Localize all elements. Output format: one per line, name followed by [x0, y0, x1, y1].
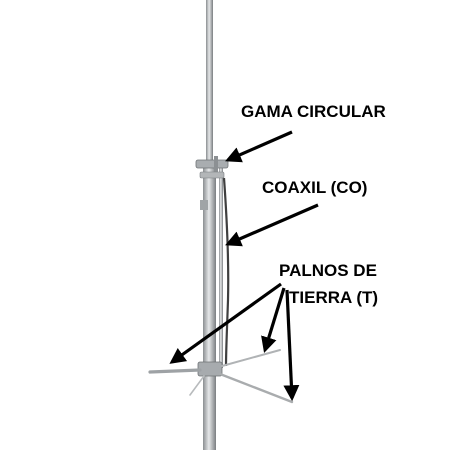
lower-mast	[203, 165, 216, 450]
label-gamma-circular: GAMA CIRCULAR	[241, 102, 386, 121]
arrow-gamma	[225, 130, 293, 163]
arrow-ground-middle	[261, 287, 286, 354]
radial-front-left	[189, 375, 205, 396]
label-coaxil: COAXIL (CO)	[262, 178, 367, 197]
radial-hub	[197, 361, 223, 377]
label-ground-planes-line1: PALNOS DE	[279, 261, 377, 280]
coax-cable	[222, 177, 230, 367]
arrow-coax	[225, 203, 319, 247]
radial-back	[221, 349, 281, 367]
gamma-clamp	[195, 159, 229, 169]
upper-radiator	[206, 0, 213, 165]
gamma-clamp-bolt	[214, 156, 218, 176]
radial-left	[148, 368, 202, 374]
antenna-illustration	[148, 0, 294, 450]
arrow-ground-right	[283, 289, 300, 402]
mast-bracket	[200, 200, 208, 210]
gamma-clamp-lower	[199, 171, 225, 179]
radial-front-right	[218, 372, 294, 404]
arrow-ground-left	[169, 282, 282, 364]
gamma-rod	[219, 168, 223, 368]
label-ground-planes-line2: TIERRA (T)	[289, 288, 378, 307]
annotation-arrows	[169, 130, 319, 402]
